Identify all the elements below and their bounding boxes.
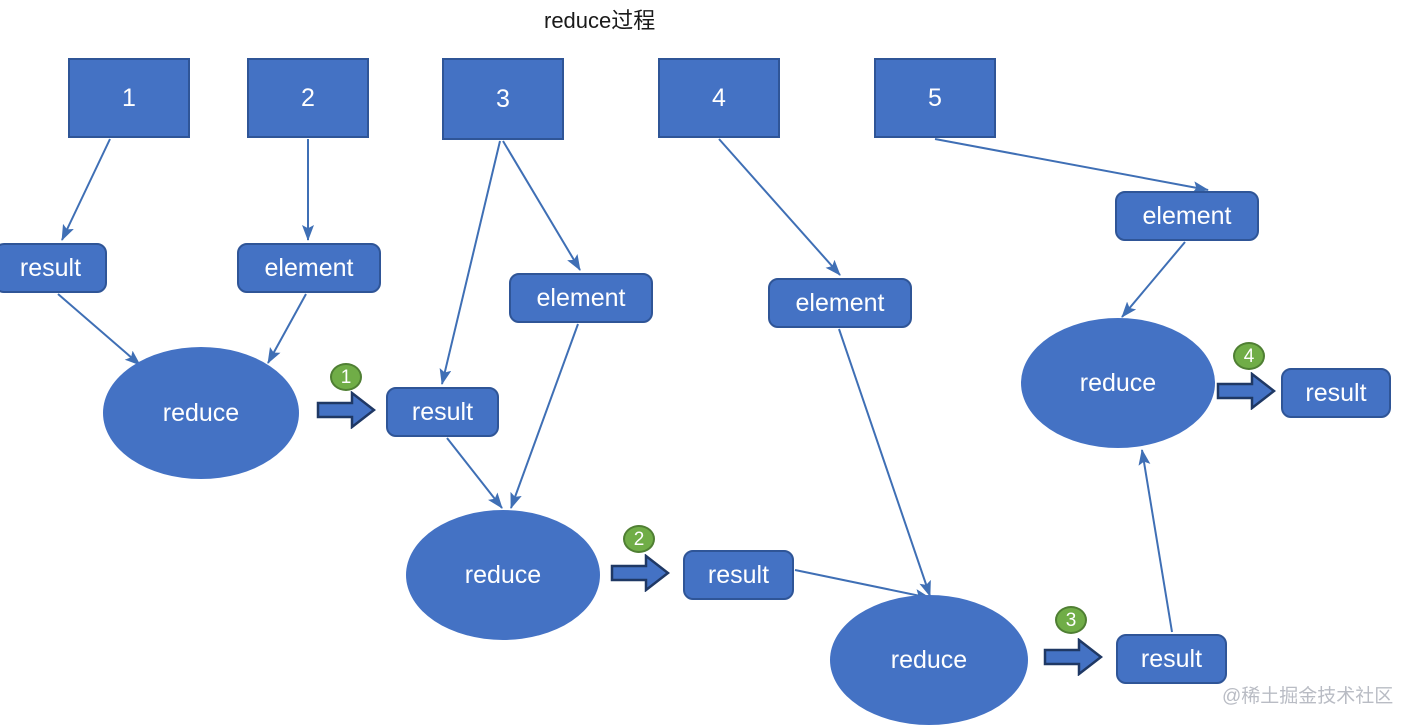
node-n5-5: 5	[874, 58, 996, 138]
arrow-n1-r1	[61, 138, 111, 241]
arrow-n4-e3	[718, 138, 841, 276]
block-arrow-shape	[1043, 637, 1104, 677]
node-label: result	[1140, 644, 1203, 673]
node-label: element	[1142, 201, 1232, 230]
node-n1-1: 1	[68, 58, 190, 138]
node-label: reduce	[162, 398, 240, 427]
node-label: reduce	[890, 645, 968, 674]
block-arrow-shape	[316, 390, 377, 430]
node-label: result	[19, 253, 82, 282]
step-badge-2: 2	[623, 525, 655, 553]
arrow-e1-red1	[267, 293, 307, 364]
block-arrow-ba2	[610, 553, 671, 593]
node-label: 4	[712, 83, 726, 112]
node-label: element	[795, 288, 885, 317]
node-label: 5	[928, 83, 942, 112]
watermark: @稀土掘金技术社区	[1222, 686, 1394, 707]
arrow-n5-e4	[934, 138, 1209, 194]
node-e2-element: element	[509, 273, 653, 323]
node-label: element	[536, 283, 626, 312]
node-n2-2: 2	[247, 58, 369, 138]
node-label: result	[707, 560, 770, 589]
node-r3-result: result	[683, 550, 794, 600]
node-label: 1	[122, 83, 136, 112]
node-r5-result: result	[1281, 368, 1391, 418]
step-badge-label: 3	[1065, 609, 1077, 631]
diagram-title: reduce过程	[544, 8, 656, 33]
node-red2-reduce: reduce	[406, 510, 600, 640]
node-label: 3	[496, 84, 510, 113]
block-arrow-ba1	[316, 390, 377, 430]
node-r4-result: result	[1116, 634, 1227, 684]
step-badge-label: 2	[633, 528, 645, 550]
node-label: 2	[301, 83, 315, 112]
arrow-r1-red1	[57, 293, 141, 366]
arrow-e2-red2	[510, 323, 579, 509]
node-red4-reduce: reduce	[1021, 318, 1215, 448]
step-badge-label: 4	[1243, 345, 1255, 367]
arrow-r3-red3	[794, 569, 931, 601]
node-e4-element: element	[1115, 191, 1259, 241]
step-badge-label: 1	[340, 366, 352, 388]
arrow-n3-r2	[439, 140, 501, 385]
node-label: result	[1305, 378, 1367, 407]
node-n3-3: 3	[442, 58, 564, 140]
step-badge-1: 1	[330, 363, 362, 391]
block-arrow-ba4	[1216, 371, 1277, 411]
block-arrow-shape	[610, 553, 671, 593]
node-label: element	[264, 253, 354, 282]
node-red3-reduce: reduce	[830, 595, 1028, 725]
node-n4-4: 4	[658, 58, 780, 138]
node-r1-result: result	[0, 243, 107, 293]
block-arrow-ba3	[1043, 637, 1104, 677]
arrow-e3-red3	[838, 328, 931, 597]
node-label: reduce	[1079, 368, 1157, 397]
node-label: reduce	[464, 560, 542, 589]
block-arrow-shape	[1216, 371, 1277, 411]
arrow-e4-red4	[1121, 241, 1186, 318]
node-red1-reduce: reduce	[103, 347, 299, 479]
step-badge-4: 4	[1233, 342, 1265, 370]
arrow-r2-red2	[446, 437, 503, 509]
arrow-r4-red4	[1138, 449, 1173, 633]
node-label: result	[411, 397, 474, 426]
node-r2-result: result	[386, 387, 499, 437]
node-e3-element: element	[768, 278, 912, 328]
node-e1-element: element	[237, 243, 381, 293]
step-badge-3: 3	[1055, 606, 1087, 634]
arrow-n3-e2	[502, 140, 581, 271]
